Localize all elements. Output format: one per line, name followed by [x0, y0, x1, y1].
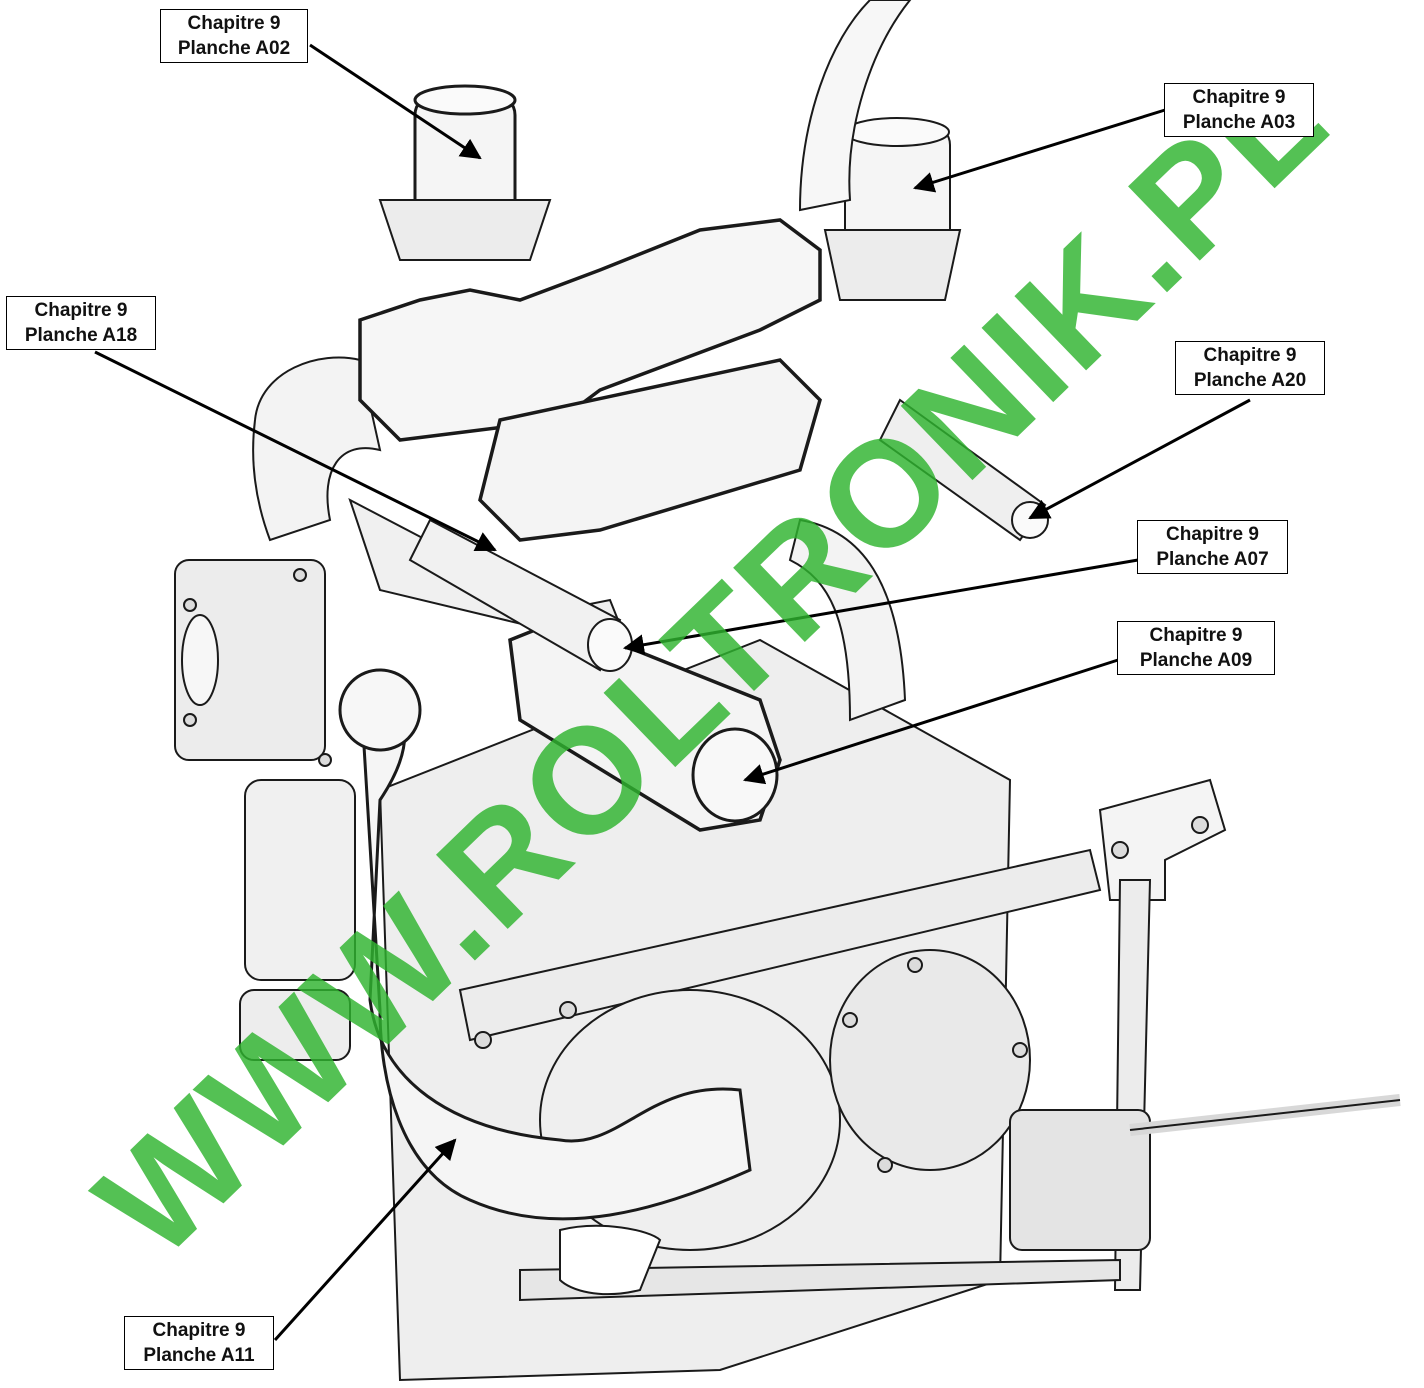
callout-a18: Chapitre 9 Planche A18 — [6, 296, 156, 350]
leader-a02 — [309, 43, 482, 160]
callout-a20: Chapitre 9 Planche A20 — [1175, 341, 1325, 395]
frame-right-plate — [1098, 778, 1227, 901]
left-valve-block — [174, 559, 326, 761]
left-elbow-pipe — [252, 356, 382, 542]
leader-a03 — [912, 108, 1166, 193]
machine-illustration — [174, 0, 1401, 1382]
callout-a07: Chapitre 9 Planche A07 — [1137, 520, 1288, 574]
callout-a11-chapter: Chapitre 9 — [152, 1320, 246, 1341]
callout-a07-chapter: Chapitre 9 — [1166, 524, 1259, 545]
middle-manifold-outline — [478, 358, 822, 542]
leader-a20 — [1028, 398, 1251, 520]
leader-a09 — [743, 658, 1119, 785]
pipe-a07 — [408, 518, 622, 672]
callout-a18-chapter: Chapitre 9 — [34, 300, 128, 321]
leader-a07 — [622, 558, 1139, 656]
pump-motor-flange — [829, 949, 1031, 1171]
callout-a03: Chapitre 9 Planche A03 — [1164, 83, 1314, 137]
cap-a09 — [691, 727, 779, 823]
callout-a18-plate: Planche A18 — [24, 325, 138, 346]
callout-a03-plate: Planche A03 — [1182, 112, 1296, 133]
leader-lines — [94, 43, 1251, 1342]
outlet-pipe-a20 — [878, 398, 1047, 542]
callout-a20-plate: Planche A20 — [1193, 370, 1307, 391]
callout-a03-chapter: Chapitre 9 — [1192, 87, 1286, 108]
frame-base-bar — [519, 1258, 1121, 1302]
callout-a11-plate: Planche A11 — [143, 1345, 255, 1366]
callout-a07-plate: Planche A07 — [1156, 549, 1269, 570]
upper-manifold-outline — [358, 218, 822, 442]
callout-a20-chapter: Chapitre 9 — [1203, 345, 1297, 366]
callout-a02-plate: Planche A02 — [177, 38, 291, 59]
leader-a11 — [273, 1138, 457, 1342]
leader-a18 — [94, 350, 497, 552]
callout-a11: Chapitre 9 Planche A11 — [124, 1316, 274, 1370]
vertical-manifold-pipe — [788, 518, 907, 722]
callout-a09-chapter: Chapitre 9 — [1149, 625, 1243, 646]
hydraulic-motor — [1009, 1109, 1151, 1251]
callout-a09-plate: Planche A09 — [1139, 650, 1253, 671]
callout-a09: Chapitre 9 Planche A09 — [1117, 621, 1275, 675]
callout-a02-chapter: Chapitre 9 — [187, 13, 281, 34]
top-hose — [798, 0, 912, 212]
frame-crossbar — [458, 848, 1102, 1042]
callout-a02: Chapitre 9 Planche A02 — [160, 9, 308, 63]
